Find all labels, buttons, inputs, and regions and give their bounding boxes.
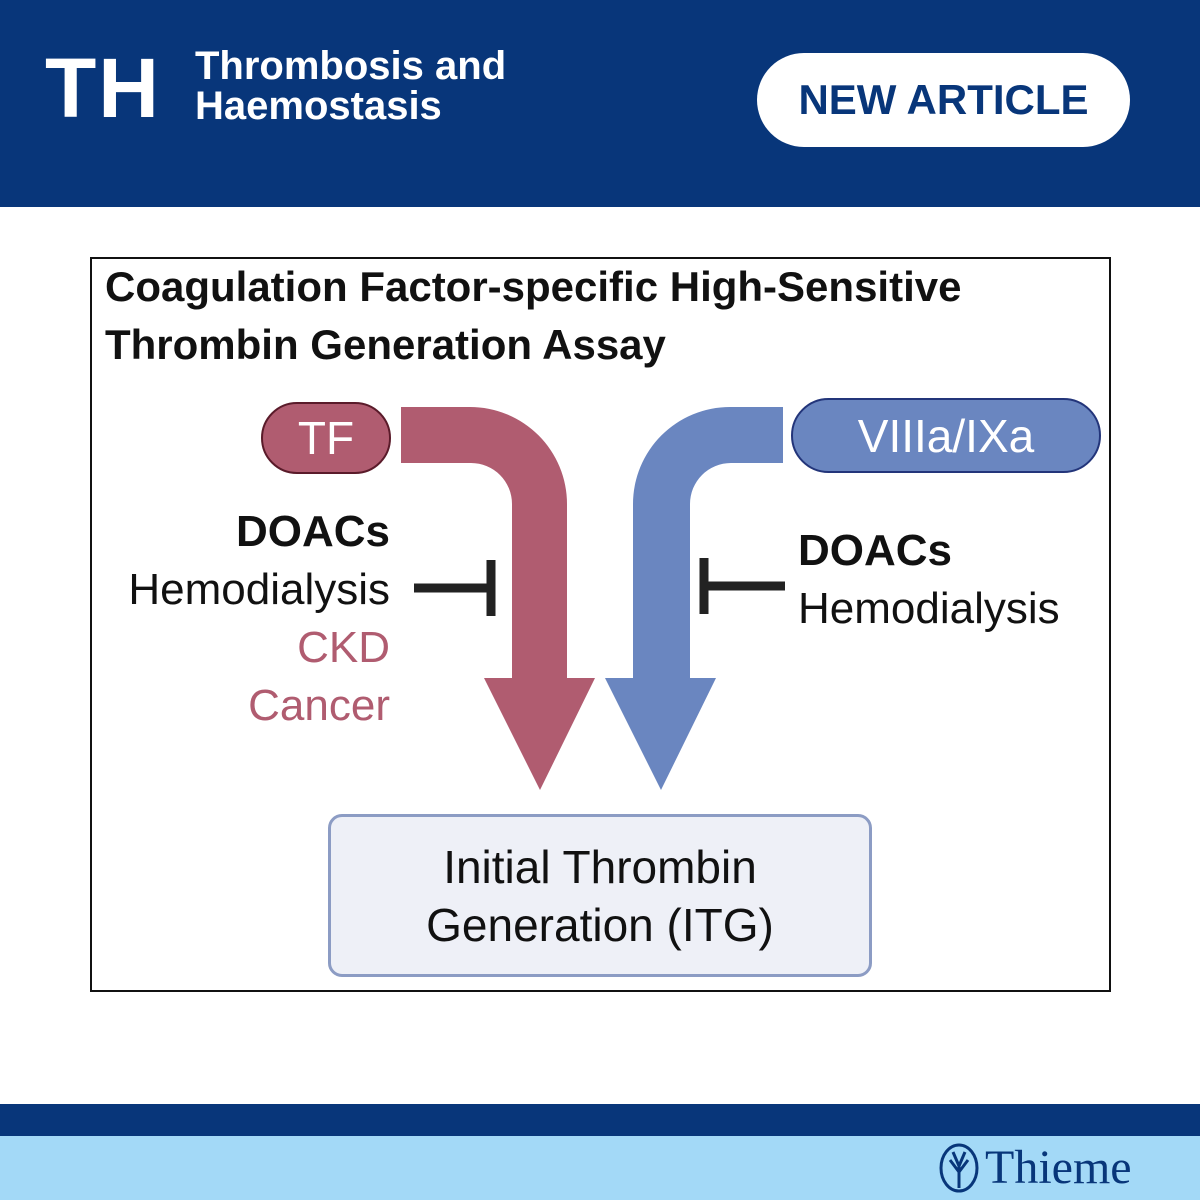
thieme-logo: Thieme xyxy=(985,1141,1132,1194)
journal-logo-abbr: TH xyxy=(45,41,161,135)
new-article-badge: NEW ARTICLE xyxy=(757,53,1130,147)
left-inhibition-symbol xyxy=(414,560,496,616)
tf-trigger-pill: TF xyxy=(261,402,391,474)
viiia-ixa-trigger-pill: VIIIa/IXa xyxy=(791,398,1101,473)
right-inhibitors: DOACs Hemodialysis xyxy=(798,522,1060,638)
footer-bar xyxy=(0,1104,1200,1136)
inhibitor-hemodialysis: Hemodialysis xyxy=(128,565,390,614)
figure-title-line1: Coagulation Factor-specific High-Sensiti… xyxy=(105,263,962,310)
journal-name-line1: Thrombosis and xyxy=(195,44,507,88)
left-inhibitors: DOACs Hemodialysis CKD Cancer xyxy=(128,503,390,735)
tf-pathway-arrow xyxy=(401,407,595,790)
figure-title-line2: Thrombin Generation Assay xyxy=(105,321,666,368)
thieme-tree-icon xyxy=(939,1143,979,1193)
inhibitor-hemodialysis: Hemodialysis xyxy=(798,584,1060,633)
result-line1: Initial Thrombin xyxy=(443,840,757,893)
inhibitor-doacs: DOACs xyxy=(798,526,953,575)
inhibitor-doacs: DOACs xyxy=(235,507,390,556)
graphical-abstract xyxy=(90,257,1111,992)
result-line2: Generation (ITG) xyxy=(426,898,774,951)
footer-band xyxy=(0,1136,1200,1200)
inhibitor-cancer: Cancer xyxy=(248,681,390,730)
viii-pathway-arrow xyxy=(605,407,783,790)
inhibitor-ckd: CKD xyxy=(297,623,390,672)
figure-title: Coagulation Factor-specific High-Sensiti… xyxy=(105,258,961,374)
right-inhibition-symbol xyxy=(699,558,785,614)
journal-name-line2: Haemostasis xyxy=(195,84,442,128)
